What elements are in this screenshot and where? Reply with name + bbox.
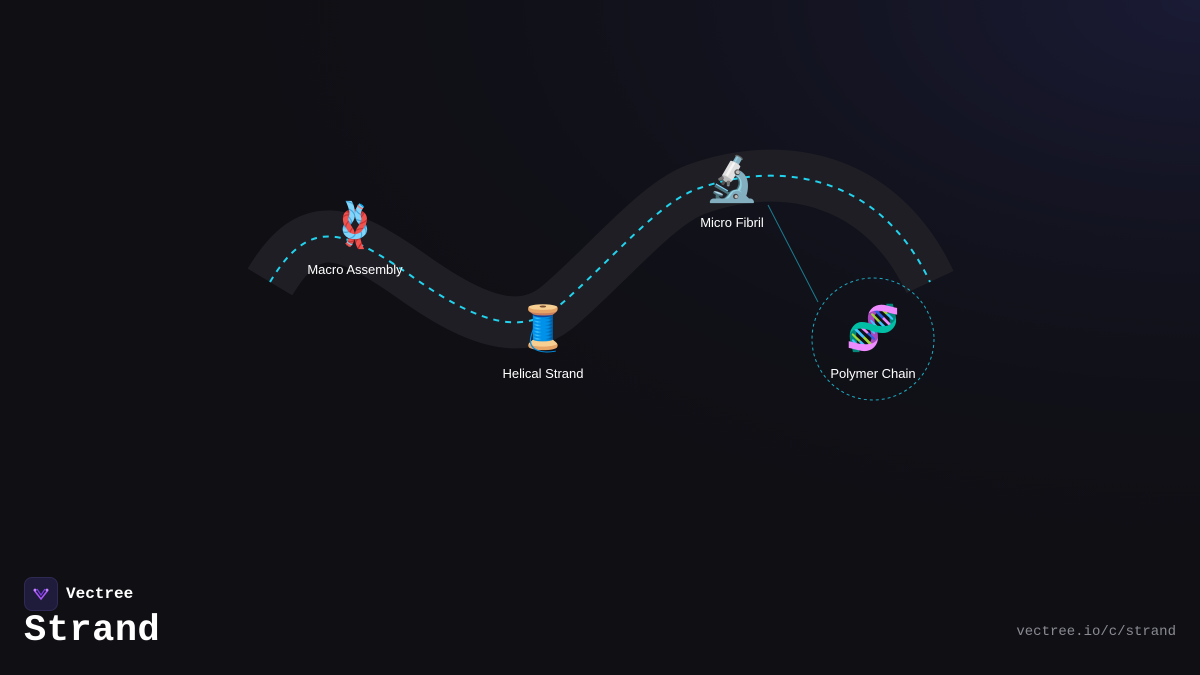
highlight-ring	[811, 277, 935, 401]
dna-icon: 🧬	[845, 303, 901, 354]
thread-spool-icon: 🧵	[515, 303, 571, 354]
vectree-logo-icon	[24, 577, 58, 611]
knot-icon: 🪢	[327, 200, 383, 251]
page-url[interactable]: vectree.io/c/strand	[1016, 624, 1176, 640]
page-title: Strand	[24, 610, 161, 652]
microscope-icon: 🔬	[704, 154, 760, 205]
node-label-macro-assembly[interactable]: Macro Assembly	[307, 262, 403, 277]
connector-line	[767, 204, 819, 303]
brand[interactable]: Vectree	[24, 577, 133, 611]
node-label-polymer-chain[interactable]: Polymer Chain	[830, 366, 916, 381]
path-dashed-route	[269, 174, 931, 324]
node-label-micro-fibril[interactable]: Micro Fibril	[700, 215, 764, 230]
brand-name: Vectree	[66, 585, 134, 603]
node-label-helical-strand[interactable]: Helical Strand	[502, 366, 584, 381]
